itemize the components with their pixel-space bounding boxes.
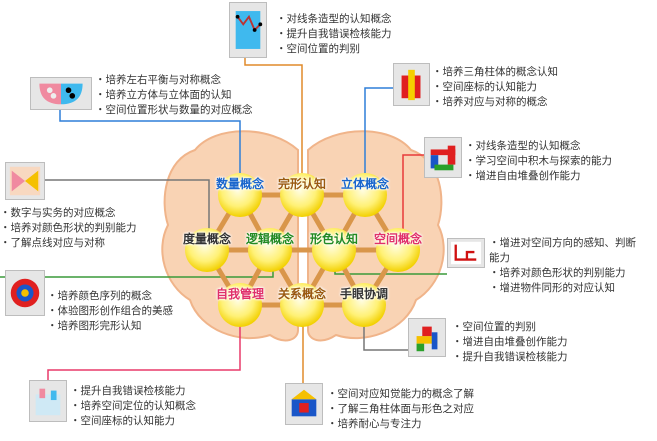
- concept-label: 立体概念: [340, 177, 390, 191]
- desc-item: 培养耐心与专注力: [327, 417, 474, 432]
- desc-item: 体验图形创作组合的美感: [47, 304, 174, 319]
- desc-item: 空间位置形状与数量的对应概念: [95, 103, 253, 118]
- photo-direction: [447, 238, 485, 268]
- concept-label: 自我管理: [215, 287, 265, 301]
- desc-item: 空间对应知觉能力的概念了解: [327, 387, 475, 402]
- concept-label: 手眼协调: [339, 287, 389, 301]
- concept-ball: [218, 283, 262, 327]
- photo-line-pattern: [229, 2, 267, 58]
- desc-left-low: 培养颜色序列的概念 体验图形创作组合的美感 培养图形完形认知: [47, 289, 174, 334]
- photo-stacking: [408, 318, 446, 357]
- desc-item: 对线条造型的认知概念: [276, 12, 392, 27]
- desc-item: 增进对空间方向的感知、判断能力: [489, 236, 639, 266]
- desc-item: 提升自我错误检核能力: [70, 384, 196, 399]
- desc-item: 增进自由堆叠创作能力: [465, 169, 612, 184]
- desc-item: 培养左右平衡与对称概念: [95, 73, 253, 88]
- connector-bottom-left: [47, 312, 241, 380]
- desc-item: 提升自我错误检核能力: [452, 350, 568, 365]
- desc-item: 培养空间定位的认知概念: [70, 399, 197, 414]
- concept-ball: [376, 228, 420, 272]
- concept-label: 数量概念: [215, 177, 265, 191]
- desc-left-mid: 数字与实务的对应概念 培养对颜色形状的判别能力 了解点线对应与对称: [0, 206, 137, 251]
- concept-ball: [280, 283, 324, 327]
- concept-ball: [218, 173, 262, 217]
- desc-item: 对线条造型的认知概念: [465, 139, 612, 154]
- photo-bird-pattern: [5, 162, 45, 200]
- desc-item: 培养三角柱体的概念认知: [432, 65, 559, 80]
- concept-label: 空间概念: [373, 232, 423, 246]
- connector-top: [244, 58, 303, 178]
- concept-label: 度量概念: [182, 232, 232, 246]
- desc-item: 了解三角柱体面与形色之对应: [327, 402, 475, 417]
- desc-item: 培养对应与对称的概念: [432, 95, 558, 110]
- desc-bottom-left: 提升自我错误检核能力 培养空间定位的认知概念 空间座标的认知能力: [70, 384, 197, 429]
- desc-right-3: 增进对空间方向的感知、判断能力 培养对颜色形状的判别能力 增进物件同形的对应认知: [489, 236, 639, 296]
- concept-ball: [280, 173, 324, 217]
- photo-prism: [393, 63, 430, 106]
- desc-item: 空间位置的判别: [276, 42, 392, 57]
- concept-ball: [312, 228, 356, 272]
- connector-left-mid: [45, 179, 210, 233]
- desc-top: 对线条造型的认知概念 提升自我错误检核能力 空间位置的判别: [276, 12, 392, 57]
- desc-bottom: 空间对应知觉能力的概念了解 了解三角柱体面与形色之对应 培养耐心与专注力: [327, 387, 475, 432]
- desc-item: 培养颜色序列的概念: [47, 289, 173, 304]
- desc-item: 培养图形完形认知: [47, 319, 173, 334]
- desc-right-2: 对线条造型的认知概念 学习空间中积木与探索的能力 增进自由堆叠创作能力: [465, 139, 613, 184]
- desc-item: 增进自由堆叠创作能力: [452, 335, 568, 350]
- desc-item: 空间座标的认知能力: [70, 414, 196, 429]
- concept-ball: [248, 228, 292, 272]
- concept-ball: [342, 283, 386, 327]
- connector-right-top: [364, 87, 393, 178]
- desc-item: 空间位置的判别: [452, 320, 568, 335]
- photo-triangle-prism: [285, 383, 323, 425]
- desc-item: 增进物件同形的对应认知: [489, 281, 639, 296]
- desc-item: 培养对颜色形状的判别能力: [0, 221, 137, 236]
- photo-blocks: [424, 137, 462, 178]
- concept-ball: [185, 228, 229, 272]
- desc-left-top: 培养左右平衡与对称概念 培养立方体与立体面的认知 空间位置形状与数量的对应概念: [95, 73, 253, 118]
- desc-item: 学习空间中积木与探索的能力: [465, 154, 613, 169]
- concept-label: 完形认知: [277, 177, 327, 191]
- desc-right-top: 培养三角柱体的概念认知 空间座标的认知能力 培养对应与对称的概念: [432, 65, 559, 110]
- concept-label: 关系概念: [277, 287, 327, 301]
- photo-coordinate: [29, 380, 67, 422]
- desc-item: 培养立方体与立体面的认知: [95, 88, 253, 103]
- photo-color-sequence: [5, 270, 45, 316]
- brain-illustration: [161, 130, 445, 342]
- desc-item: 提升自我错误检核能力: [276, 27, 392, 42]
- desc-item: 了解点线对应与对称: [0, 236, 137, 251]
- desc-item: 数字与实务的对应概念: [0, 206, 137, 221]
- connector-left-top: [59, 110, 241, 178]
- desc-right-4: 空间位置的判别 增进自由堆叠创作能力 提升自我错误检核能力: [452, 320, 568, 365]
- desc-item: 空间座标的认知能力: [432, 80, 558, 95]
- concept-ball: [343, 173, 387, 217]
- photo-symmetry: [30, 77, 92, 110]
- concept-label: 逻辑概念: [245, 232, 295, 246]
- connector-right-2: [402, 154, 424, 233]
- concept-label: 形色认知: [309, 232, 359, 246]
- desc-item: 培养对颜色形状的判别能力: [489, 266, 639, 281]
